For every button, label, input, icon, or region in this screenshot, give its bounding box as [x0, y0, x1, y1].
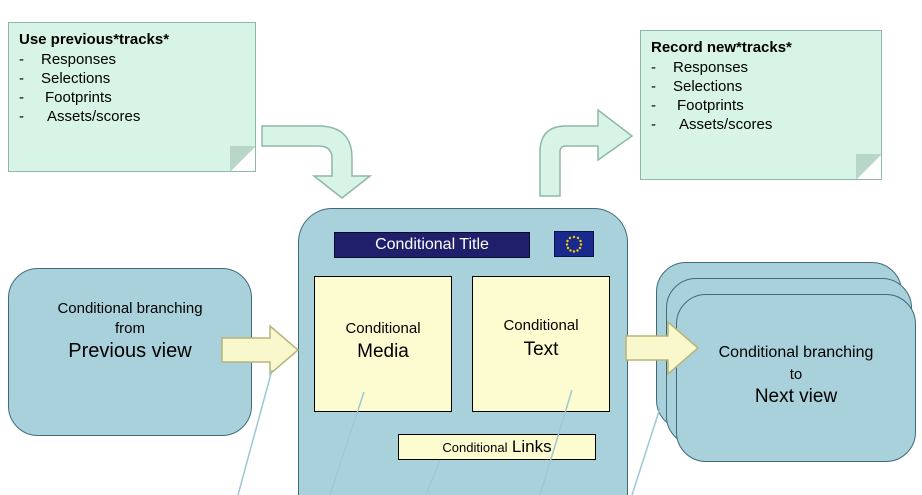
pointer-lines [237, 369, 661, 495]
note-title: Use previous*tracks* [19, 31, 170, 48]
previous-view-line3: Previous view [68, 340, 192, 362]
next-view-box-front [676, 294, 916, 462]
note-use-previous-tracks: Use previous*tracks* -Responses -Selecti… [8, 22, 256, 172]
curved-arrow-up [539, 108, 634, 197]
pointer-line [631, 407, 661, 495]
pointer-line [237, 369, 273, 495]
links-label-small: Conditional [442, 440, 508, 455]
list-item: -Assets/scores [19, 108, 141, 125]
pointer-line [539, 389, 573, 495]
list-item: -Responses [19, 51, 117, 68]
note-title: Record new*tracks* [651, 39, 792, 56]
note-list: -Responses -Selections -Footprints -Asse… [19, 50, 245, 126]
next-view-line3: Next view [754, 386, 838, 407]
list-item: -Selections [651, 78, 743, 95]
list-item: -Selections [19, 70, 111, 87]
pointer-line [425, 459, 441, 495]
block-arrow-into-center [221, 324, 300, 376]
curved-arrow-down [261, 125, 373, 199]
conditional-title-label: Conditional Title [375, 236, 489, 253]
conditional-links-box: Conditional Links [398, 434, 596, 460]
previous-view-line2: from [115, 320, 145, 337]
media-line1: Conditional [345, 320, 421, 337]
block-arrow-out-of-center [625, 320, 700, 376]
previous-view-box [8, 268, 252, 436]
next-view-line2: to [789, 366, 803, 383]
previous-view-line1: Conditional branching [57, 300, 203, 317]
conditional-text-box [472, 276, 610, 412]
text-line2: Text [523, 339, 559, 360]
eu-flag-icon [554, 231, 594, 257]
page-fold [856, 154, 881, 179]
list-item: -Responses [651, 59, 749, 76]
star-circle-icon [565, 235, 583, 253]
note-list: -Responses -Selections -Footprints -Asse… [651, 58, 871, 134]
media-line2: Media [357, 341, 409, 362]
list-item: -Footprints [651, 97, 744, 114]
text-line1: Conditional [503, 317, 579, 334]
pointer-line [329, 391, 365, 495]
list-item: -Footprints [19, 89, 112, 106]
page-fold [230, 146, 255, 171]
conditional-title-bar: Conditional Title [334, 232, 530, 258]
conditional-media-box [314, 276, 452, 412]
next-view-line1: Conditional branching [718, 344, 874, 361]
links-label-big: Links [511, 437, 552, 456]
list-item: -Assets/scores [651, 116, 773, 133]
note-record-new-tracks: Record new*tracks* -Responses -Selection… [640, 30, 882, 180]
